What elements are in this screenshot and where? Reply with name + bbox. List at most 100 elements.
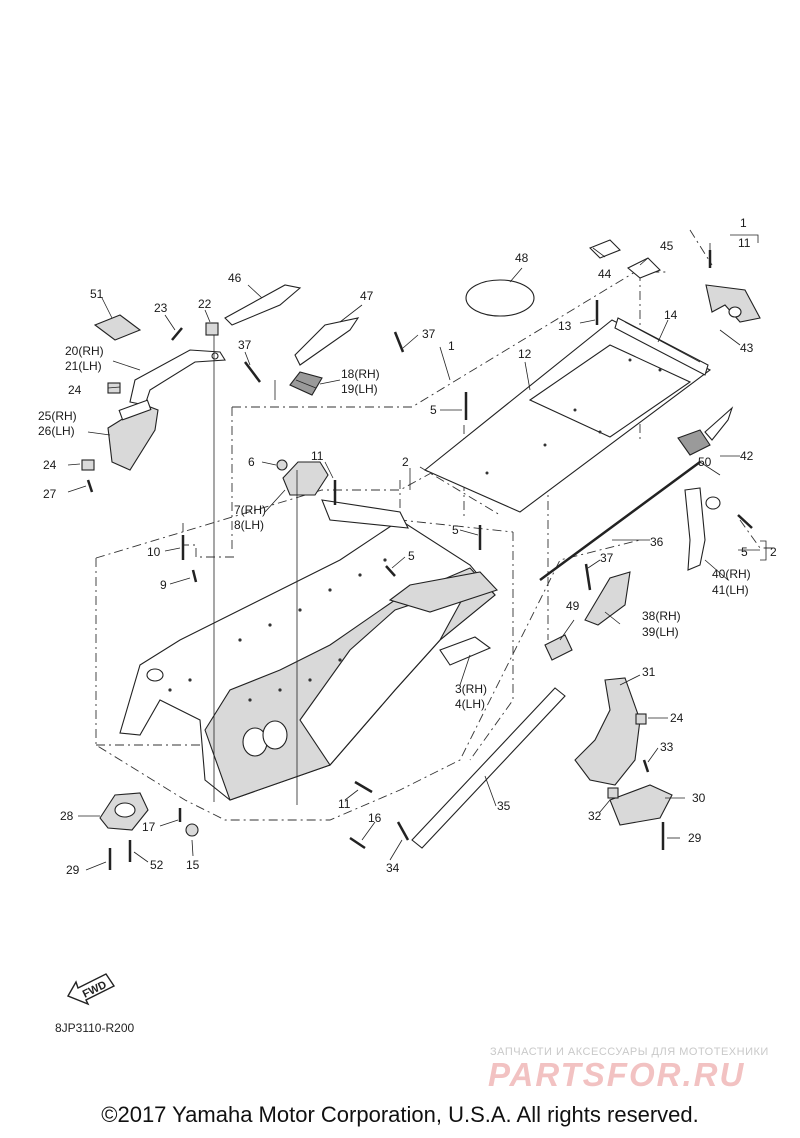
callout-24a: 24 <box>68 383 82 397</box>
callout-50: 50 <box>698 455 712 469</box>
plate-25-26 <box>107 399 159 471</box>
callout-47: 47 <box>360 289 374 303</box>
callout-27: 27 <box>43 487 57 501</box>
callout-28: 28 <box>60 809 74 823</box>
callout-5b: 5 <box>452 523 459 537</box>
callout-21: 21(LH) <box>65 359 102 373</box>
callout-17: 17 <box>142 820 156 834</box>
frame-rivet-holes <box>168 558 387 702</box>
callout-20: 20(RH) <box>65 344 104 358</box>
pad-48 <box>465 279 535 317</box>
bolt-27 <box>86 479 94 493</box>
callout-33: 33 <box>660 740 674 754</box>
callout-40: 40(RH) <box>712 567 751 581</box>
handle-bracket-20-21 <box>129 349 226 406</box>
callout-15: 15 <box>186 858 200 872</box>
callout-labels: 1 1 11 2 2 3(RH) 4(LH) 5 5 5 5 6 7(RH) 8… <box>38 216 777 877</box>
callout-49: 49 <box>566 599 580 613</box>
callout-30: 30 <box>692 791 706 805</box>
fwd-label: FWD <box>81 979 109 1001</box>
callout-37b: 37 <box>238 338 252 352</box>
pad-45 <box>627 257 661 279</box>
nut-24b <box>81 459 95 471</box>
callout-45: 45 <box>660 239 674 253</box>
pad-51 <box>93 314 142 341</box>
fasteners <box>81 250 753 870</box>
footrest-31 <box>574 677 641 786</box>
callout-1: 1 <box>740 216 747 230</box>
rear-bracket-43 <box>705 284 761 323</box>
watermark-tagline: ЗАПЧАСТИ И АКСЕССУАРЫ ДЛЯ МОТОТЕХНИКИ <box>490 1046 769 1058</box>
callout-11c: 11 <box>338 797 351 811</box>
callout-36: 36 <box>650 535 664 549</box>
callout-3: 3(RH) <box>455 682 487 696</box>
rod-36 <box>539 460 701 582</box>
callout-39: 39(LH) <box>642 625 679 639</box>
strap-40-41 <box>684 487 721 571</box>
bolt-9 <box>191 569 198 583</box>
callout-34: 34 <box>386 861 400 875</box>
copyright-notice: ©2017 Yamaha Motor Corporation, U.S.A. A… <box>101 1102 699 1127</box>
bolt-32 <box>607 787 619 799</box>
fwd-arrow-icon: FWD <box>66 973 116 1006</box>
callout-24b: 24 <box>43 458 57 472</box>
callout-48: 48 <box>515 251 529 265</box>
callout-16: 16 <box>368 811 382 825</box>
callout-5d: 5 <box>741 545 748 559</box>
callout-11a: 11 <box>738 236 751 250</box>
callout-2: 2 <box>402 455 409 469</box>
pad-46 <box>224 284 302 326</box>
callout-14: 14 <box>664 308 678 322</box>
rivet-5c <box>385 565 396 577</box>
washer-15 <box>185 823 199 837</box>
exploded-parts-diagram: 1 1 11 2 2 3(RH) 4(LH) 5 5 5 5 6 7(RH) 8… <box>38 216 777 877</box>
block-49 <box>544 634 573 661</box>
callout-4: 4(LH) <box>455 697 485 711</box>
callout-38: 38(RH) <box>642 609 681 623</box>
callout-37c: 37 <box>600 551 614 565</box>
callout-2b: 2 <box>770 545 777 559</box>
callout-52: 52 <box>150 858 164 872</box>
watermark-logo: PARTSFOR.RU <box>488 1056 746 1093</box>
callout-41: 41(LH) <box>712 583 749 597</box>
callout-31: 31 <box>642 665 656 679</box>
callout-7: 7(RH) <box>234 503 266 517</box>
plate-42 <box>704 406 734 441</box>
callout-29b: 29 <box>688 831 702 845</box>
callout-9: 9 <box>160 578 167 592</box>
drawing-code: 8JP3110-R200 <box>55 1021 135 1035</box>
rivet-37a <box>393 331 405 353</box>
bracket-38-39 <box>584 571 631 626</box>
callout-6: 6 <box>248 455 255 469</box>
bracket-50 <box>677 429 711 456</box>
callout-13: 13 <box>558 319 572 333</box>
cover-30 <box>609 784 673 826</box>
callout-10: 10 <box>147 545 161 559</box>
callout-32: 32 <box>588 809 602 823</box>
tunnel-plate-12 <box>423 319 712 513</box>
callout-11b: 11 <box>311 449 324 463</box>
bolt-33 <box>642 759 650 773</box>
pads <box>93 239 661 366</box>
callout-8: 8(LH) <box>234 518 264 532</box>
callout-12: 12 <box>518 347 532 361</box>
callout-19: 19(LH) <box>341 382 378 396</box>
rivet-34 <box>396 821 410 841</box>
callout-51: 51 <box>90 287 104 301</box>
tube-35 <box>411 687 566 849</box>
callout-22: 22 <box>198 297 212 311</box>
callout-24c: 24 <box>670 711 684 725</box>
callout-5c: 5 <box>408 549 415 563</box>
callout-1b: 1 <box>448 339 455 353</box>
leader-lines <box>67 234 767 871</box>
callout-43: 43 <box>740 341 754 355</box>
rivet-37c <box>584 563 592 591</box>
callout-23: 23 <box>154 301 168 315</box>
callout-37a: 37 <box>422 327 436 341</box>
mounting-rail-14 <box>614 317 709 376</box>
rivet-11c <box>354 780 373 794</box>
flap-18-19 <box>289 371 323 396</box>
nut-6 <box>276 459 288 471</box>
bracket-7-8 <box>282 461 329 496</box>
callout-5a: 5 <box>430 403 437 417</box>
